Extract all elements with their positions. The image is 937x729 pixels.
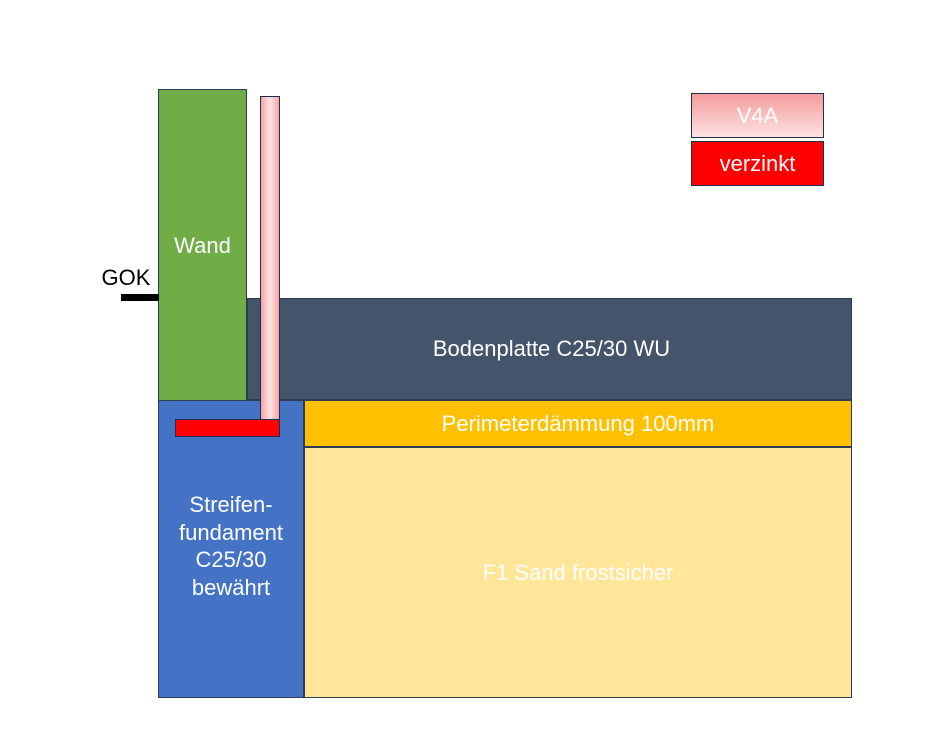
wand-block: Wand bbox=[158, 89, 247, 401]
v4a-anchor-rod bbox=[260, 96, 280, 421]
bodenplatte-layer: Bodenplatte C25/30 WU bbox=[247, 298, 852, 400]
perimeterdaemmung-layer: Perimeterdämmung 100mm bbox=[304, 400, 852, 447]
legend-v4a-swatch: V4A bbox=[691, 93, 824, 138]
sand-layer: F1 Sand frostsicher bbox=[304, 447, 852, 698]
legend-verzinkt-swatch: verzinkt bbox=[691, 141, 824, 186]
legend-verzinkt-label: verzinkt bbox=[719, 150, 796, 176]
streifenfundament: Streifen- fundament C25/30 bewährt bbox=[158, 400, 304, 698]
gok-ground-marker bbox=[121, 294, 159, 301]
fundament-label-line: C25/30 bbox=[195, 547, 267, 572]
fundament-label-line: bewährt bbox=[191, 574, 271, 600]
legend-v4a-label: V4A bbox=[736, 102, 779, 128]
fundament-label-line: fundament bbox=[179, 519, 283, 545]
fundament-label-line: Streifen- bbox=[189, 492, 273, 517]
bodenplatte-label: Bodenplatte C25/30 WU bbox=[432, 336, 671, 362]
wand-label: Wand bbox=[174, 233, 231, 259]
sand-label: F1 Sand frostsicher bbox=[482, 559, 674, 585]
verzinkt-base-plate bbox=[175, 419, 280, 437]
perimeterdaemmung-label: Perimeterdämmung 100mm bbox=[441, 410, 715, 436]
fundament-label: Streifen- fundament C25/30 bewährt bbox=[159, 481, 303, 611]
gok-label: GOK bbox=[101, 265, 151, 290]
